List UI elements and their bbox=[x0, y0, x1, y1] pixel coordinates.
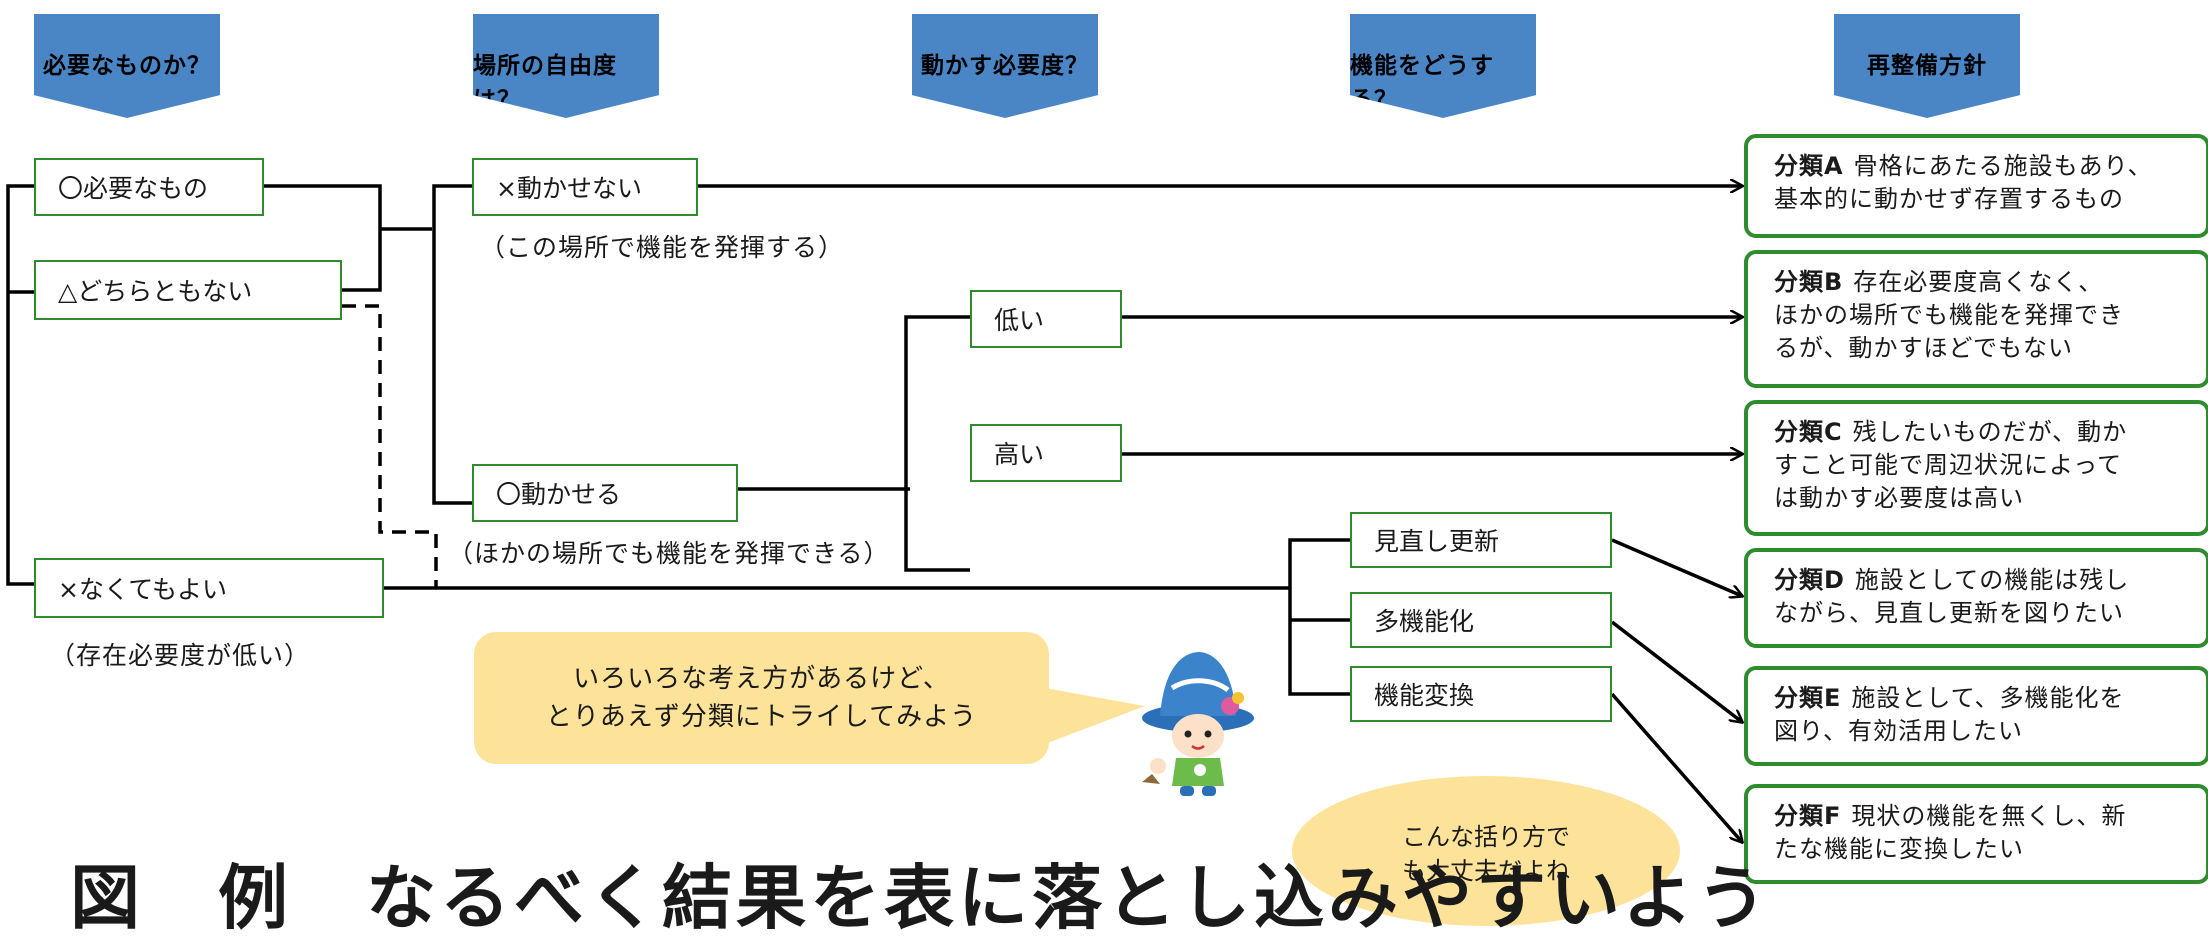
result-text: ながら、見直し更新を図りたい bbox=[1774, 599, 2124, 627]
mascot-character-icon bbox=[1142, 652, 1254, 796]
note-movable: （ほかの場所でも機能を発揮できる） bbox=[448, 539, 890, 568]
result-a: 分類A 骨格にあたる施設もあり、 基本的に動かせず存置するもの bbox=[1744, 134, 2208, 238]
result-text: 骨格にあたる施設もあり、 bbox=[1853, 152, 2153, 180]
bubble-line-2: とりあえず分類にトライしてみよう bbox=[545, 702, 978, 732]
box-movable: 〇動かせる bbox=[472, 464, 738, 522]
result-text: 施設としての機能は残し bbox=[1854, 566, 2130, 594]
result-code: 分類D bbox=[1774, 566, 1845, 594]
result-text: 存在必要度高くなく、 bbox=[1853, 268, 2104, 296]
header-move-need: 動かす必要度？ bbox=[912, 14, 1098, 118]
box-convert: 機能変換 bbox=[1350, 666, 1612, 722]
box-review: 見直し更新 bbox=[1350, 512, 1612, 568]
box-not-needed: ×なくてもよい bbox=[34, 558, 384, 618]
box-fixed: ×動かせない bbox=[472, 158, 698, 216]
note-fixed: （この場所で機能を発揮する） bbox=[480, 233, 845, 262]
header-function-action: 機能をどうする？ bbox=[1350, 14, 1536, 118]
result-text: るが、動かすほどでもない bbox=[1774, 334, 2074, 362]
result-text: たな機能に変換したい bbox=[1774, 835, 2024, 863]
result-text: 図り、有効活用したい bbox=[1774, 717, 2024, 745]
result-e: 分類E 施設として、多機能化を 図り、有効活用したい bbox=[1744, 666, 2208, 766]
result-b: 分類B 存在必要度高くなく、 ほかの場所でも機能を発揮でき るが、動かすほどでもな… bbox=[1744, 250, 2208, 388]
result-code: 分類B bbox=[1774, 268, 1844, 296]
speech-bubble: いろいろな考え方があるけど、 とりあえず分類にトライしてみよう bbox=[474, 632, 1049, 764]
box-either: △どちらともない bbox=[34, 260, 342, 320]
result-text: ほかの場所でも機能を発揮でき bbox=[1774, 301, 2124, 329]
result-text: 施設として、多機能化を bbox=[1851, 684, 2125, 712]
result-text: すこと可能で周辺状況によって bbox=[1774, 451, 2123, 479]
result-code: 分類C bbox=[1774, 418, 1843, 446]
result-code: 分類F bbox=[1774, 802, 1842, 830]
header-location-freedom: 場所の自由度は？ bbox=[473, 14, 659, 118]
result-text: 基本的に動かせず存置するもの bbox=[1774, 185, 2124, 213]
oval-line-2: も大丈夫だよね bbox=[1402, 857, 1570, 885]
box-multi: 多機能化 bbox=[1350, 592, 1612, 648]
connector-lines bbox=[6, 0, 2208, 889]
result-c: 分類C 残したいものだが、動か すこと可能で周辺状況によって は動かす必要度は高い bbox=[1744, 400, 2208, 536]
result-d: 分類D 施設としての機能は残し ながら、見直し更新を図りたい bbox=[1744, 548, 2208, 648]
bubble-line-1: いろいろな考え方があるけど、 bbox=[573, 664, 950, 694]
result-text: は動かす必要度は高い bbox=[1774, 484, 2024, 512]
header-policy: 再整備方針 bbox=[1834, 14, 2020, 118]
box-low: 低い bbox=[970, 290, 1122, 348]
bubble-tail bbox=[1045, 688, 1145, 744]
result-text: 現状の機能を無くし、新 bbox=[1851, 802, 2127, 830]
result-code: 分類E bbox=[1774, 684, 1842, 712]
figure-caption: 図 例 なるべく結果を表に落とし込みやすいよう bbox=[70, 857, 1771, 939]
oval-line-1: こんな括り方で bbox=[1402, 823, 1570, 851]
result-code: 分類A bbox=[1774, 152, 1844, 180]
box-high: 高い bbox=[970, 424, 1122, 482]
box-needed: 〇必要なもの bbox=[34, 158, 264, 216]
note-not-needed: （存在必要度が低い） bbox=[50, 641, 311, 670]
header-necessity: 必要なものか？ bbox=[34, 14, 220, 118]
result-f: 分類F 現状の機能を無くし、新 たな機能に変換したい bbox=[1744, 784, 2208, 884]
result-text: 残したいものだが、動か bbox=[1852, 418, 2128, 446]
